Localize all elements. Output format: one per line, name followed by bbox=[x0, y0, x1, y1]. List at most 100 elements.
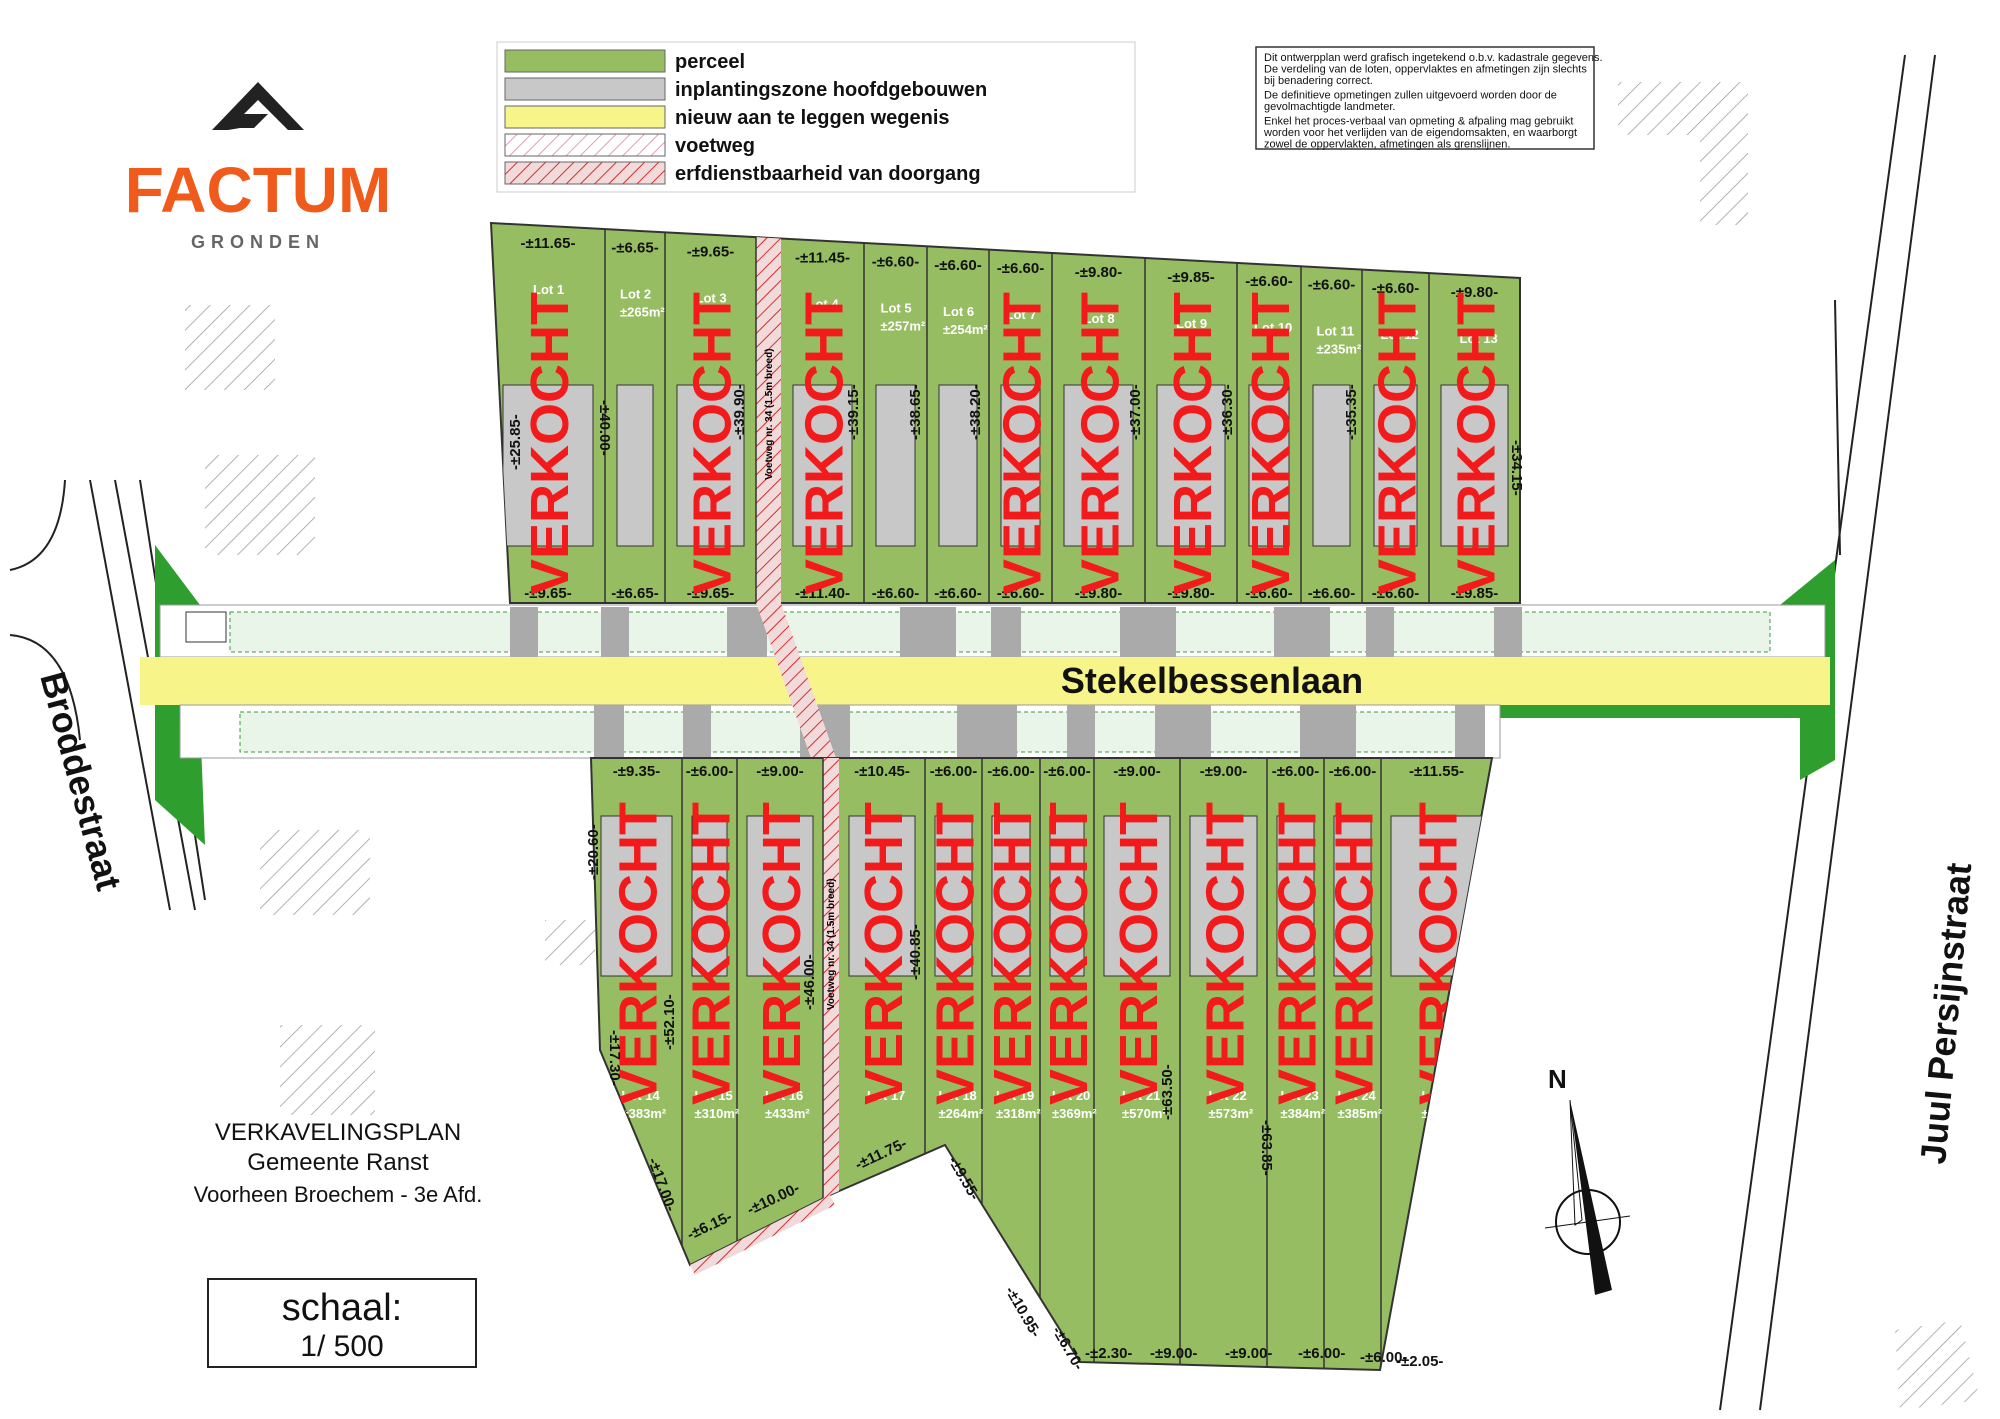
neighbouring-buildings bbox=[185, 82, 1980, 1410]
lot-area: ±235m² bbox=[1317, 342, 1362, 357]
boundary-dimension: -±2.05- bbox=[1396, 1353, 1443, 1370]
building-zone bbox=[938, 384, 978, 547]
lot-area: ±310m² bbox=[695, 1106, 740, 1121]
building-zone bbox=[1276, 815, 1315, 977]
lot-name: Lot 3 bbox=[696, 291, 727, 306]
lot-front-dimension: -±6.00- bbox=[1329, 763, 1376, 780]
boundary-dimension: -±39.15- bbox=[845, 384, 862, 440]
boundary-dimension: -±63.85- bbox=[1258, 1120, 1275, 1176]
lot-name: Lot 8 bbox=[1084, 311, 1115, 326]
lot-front-dimension: -±6.00- bbox=[1043, 763, 1090, 780]
lot-back-dimension: -±9.65- bbox=[687, 585, 734, 602]
legend-label: perceel bbox=[675, 51, 745, 73]
lot-front-dimension: -±9.65- bbox=[687, 244, 734, 261]
building-zone bbox=[1049, 815, 1085, 977]
lot-area: ±384m² bbox=[1281, 1106, 1326, 1121]
boundary-dimension: -±38.65- bbox=[907, 384, 924, 440]
lot-front-dimension: -±10.45- bbox=[854, 763, 910, 780]
sold-label: VERKOCHT bbox=[854, 802, 914, 1105]
boundary-dimension: -±25.85- bbox=[507, 414, 524, 470]
plan-former-section: Voorheen Broechem - 3e Afd. bbox=[194, 1182, 483, 1207]
lot-name: Lot 2 bbox=[620, 287, 651, 302]
lot-back-dimension: -±6.60- bbox=[1308, 585, 1355, 602]
sold-label: VERKOCHT bbox=[926, 802, 986, 1105]
sold-label: VERKOCHT bbox=[1368, 292, 1428, 595]
logo-brand: FACTUM bbox=[125, 154, 392, 226]
sold-label: VERKOCHT bbox=[983, 802, 1043, 1105]
legend-swatch bbox=[504, 133, 666, 157]
lot-6[interactable]: -±6.60--±6.60-Lot 6±254m² bbox=[934, 200, 990, 603]
legend-swatch bbox=[504, 77, 666, 101]
sold-label: VERKOCHT bbox=[795, 292, 855, 595]
lot-front-dimension: -±6.00- bbox=[987, 763, 1034, 780]
disclaimer-line: De definitieve opmetingen zullen uitgevo… bbox=[1264, 90, 1557, 102]
boundary-dimension: -±35.35- bbox=[1343, 384, 1360, 440]
lot-area: ±369m² bbox=[1052, 1106, 1097, 1121]
building-zone bbox=[676, 384, 745, 547]
boundary-dimension: -±2.30- bbox=[1085, 1345, 1132, 1362]
lot-front-dimension: -±11.65- bbox=[521, 235, 576, 252]
lot-back-dimension: -±9.65- bbox=[524, 585, 571, 602]
building-zone bbox=[1333, 815, 1372, 977]
boundary-dimension: -±9.00- bbox=[1150, 1345, 1197, 1362]
sold-label: VERKOCHT bbox=[683, 292, 743, 595]
sold-label: VERKOCHT bbox=[1268, 802, 1328, 1105]
lot-area: ±573m² bbox=[1209, 1106, 1254, 1121]
lot-front-dimension: -±11.45- bbox=[795, 250, 850, 267]
plan-municipality: Gemeente Ranst bbox=[247, 1149, 429, 1176]
lot-name: Lot 4 bbox=[808, 297, 840, 312]
sold-label: VERKOCHT bbox=[1325, 802, 1385, 1105]
lot-front-dimension: -±6.60- bbox=[934, 257, 981, 274]
boundary-dimension: -±46.00- bbox=[801, 954, 818, 1010]
building-zone bbox=[991, 815, 1031, 977]
footpath bbox=[756, 223, 781, 603]
lot-back-dimension: -±6.65- bbox=[611, 585, 658, 602]
lot-front-dimension: -±6.60- bbox=[1245, 273, 1292, 290]
lot-name: Lot 18 bbox=[939, 1088, 977, 1103]
building-zone bbox=[1373, 384, 1418, 547]
lot-front-dimension: -±9.80- bbox=[1075, 264, 1122, 281]
disclaimer-line: De verdeling van de loten, oppervlaktes … bbox=[1264, 64, 1587, 76]
legend-label: voetweg bbox=[675, 135, 755, 157]
disclaimer-line: worden voor het verlijden van de eigendo… bbox=[1263, 127, 1577, 139]
boundary-dimension: -±20.60- bbox=[585, 824, 602, 880]
boundary-dimension: -±6.00- bbox=[1298, 1345, 1345, 1362]
lot-back-dimension: -±6.60- bbox=[1245, 585, 1292, 602]
street-name-broddestraat: Broddestraat bbox=[32, 667, 130, 894]
disclaimer-line: bij benadering correct. bbox=[1264, 75, 1373, 87]
disclaimer-line: gevolmachtigde landmeter. bbox=[1264, 101, 1395, 113]
legend-swatch bbox=[504, 49, 666, 73]
north-label: N bbox=[1548, 1064, 1567, 1094]
lot-name: Lot 5 bbox=[881, 300, 912, 315]
sold-label: VERKOCHT bbox=[752, 802, 812, 1105]
disclaimer-line: Dit ontwerpplan werd grafisch ingetekend… bbox=[1264, 52, 1603, 64]
lot-name: Lot 7 bbox=[1006, 307, 1037, 322]
lot-area: ±264m² bbox=[939, 1106, 984, 1121]
lot-2[interactable]: -±6.65--±6.65-Lot 2±265m² bbox=[611, 200, 666, 603]
building-zone bbox=[1156, 384, 1226, 547]
lot-5[interactable]: -±6.60--±6.60-Lot 5±257m² bbox=[872, 200, 928, 603]
sold-label: VERKOCHT bbox=[609, 802, 669, 1105]
